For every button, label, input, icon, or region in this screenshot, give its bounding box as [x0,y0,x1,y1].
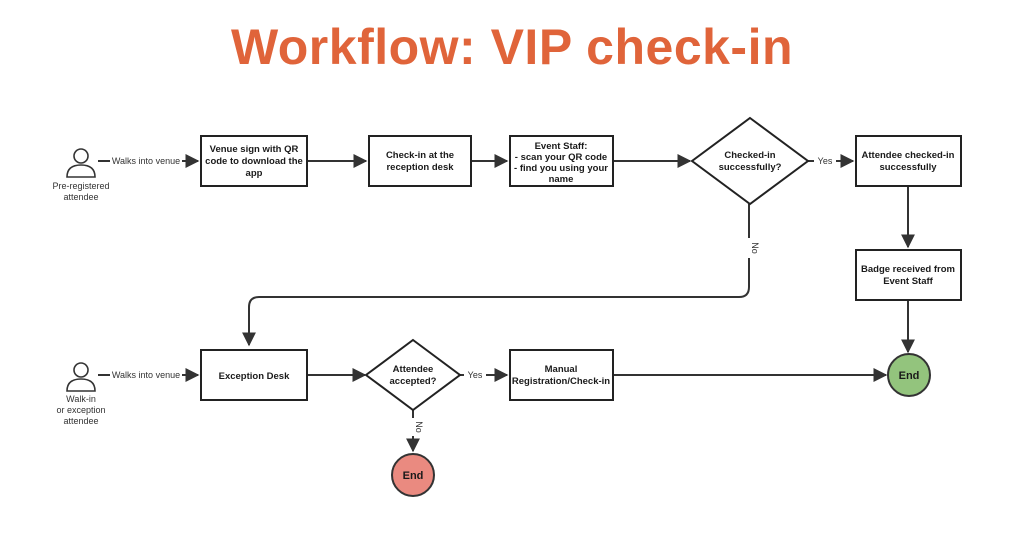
edge-decision-no [242,204,750,347]
node-label: Attendee checked-in [862,150,955,161]
node-label: Event Staff: [535,141,588,152]
node-reception: Check-in at the reception desk [368,135,472,187]
actor-label: attendee [63,192,98,202]
node-label: app [246,168,263,179]
node-label: End [899,370,920,382]
end-circle [391,453,435,497]
node-label: Attendee [393,364,434,375]
actor-label: attendee [63,416,98,426]
connectors [98,154,915,453]
node-checked-in-decision: Checked-in successfully? [690,116,810,206]
edge-label-walks-into-venue: Walks into venue [112,156,180,166]
node-label: Checked-in [724,150,775,161]
actor-walkin: Walk-in or exception attendee [56,362,106,426]
node-end-success: End [887,353,931,397]
node-label: reception desk [386,162,454,173]
node-label: - find you using your [514,163,608,174]
edge-labels: Walks into venue Walks into venue Yes No… [110,155,836,436]
node-venue-sign: Venue sign with QR code to download the … [200,135,308,187]
node-label: name [549,174,574,185]
node-attendee-checked-in: Attendee checked-in successfully [855,135,962,187]
page-title: Workflow: VIP check-in [230,19,794,75]
node-badge: Badge received from Event Staff [855,249,962,301]
end-circle [887,353,931,397]
node-label: Manual [545,364,578,375]
node-label: Badge received from [861,264,955,275]
node-label: code to download the [205,156,303,167]
person-icon [66,148,96,178]
node-label: successfully [879,162,937,173]
node-end-fail: End [391,453,435,497]
actor-label: Pre-registered [52,181,109,191]
node-label: successfully? [719,162,782,173]
edge-label-no: No [414,421,424,433]
edge-label-no: No [750,242,760,254]
person-icon [66,362,96,392]
node-event-staff: Event Staff: - scan your QR code - find … [509,135,614,187]
edge-label-walks-into-venue: Walks into venue [112,370,180,380]
node-label: accepted? [390,376,437,387]
node-label: Check-in at the [386,150,454,161]
node-label: Registration/Check-in [512,376,610,387]
node-exception-desk: Exception Desk [200,349,308,401]
node-accepted-decision: Attendee accepted? [364,338,462,412]
node-label: End [403,470,424,482]
edge-label-yes: Yes [468,370,483,380]
node-label: Venue sign with QR [210,144,299,155]
actor-label: or exception [56,405,105,415]
node-label: Exception Desk [219,371,290,382]
node-manual-registration: Manual Registration/Check-in [509,349,614,401]
node-label: Event Staff [883,276,933,287]
edge-label-yes: Yes [818,156,833,166]
actor-label: Walk-in [66,394,96,404]
node-label: - scan your QR code [515,152,607,163]
actor-preregistered: Pre-registered attendee [52,148,110,202]
